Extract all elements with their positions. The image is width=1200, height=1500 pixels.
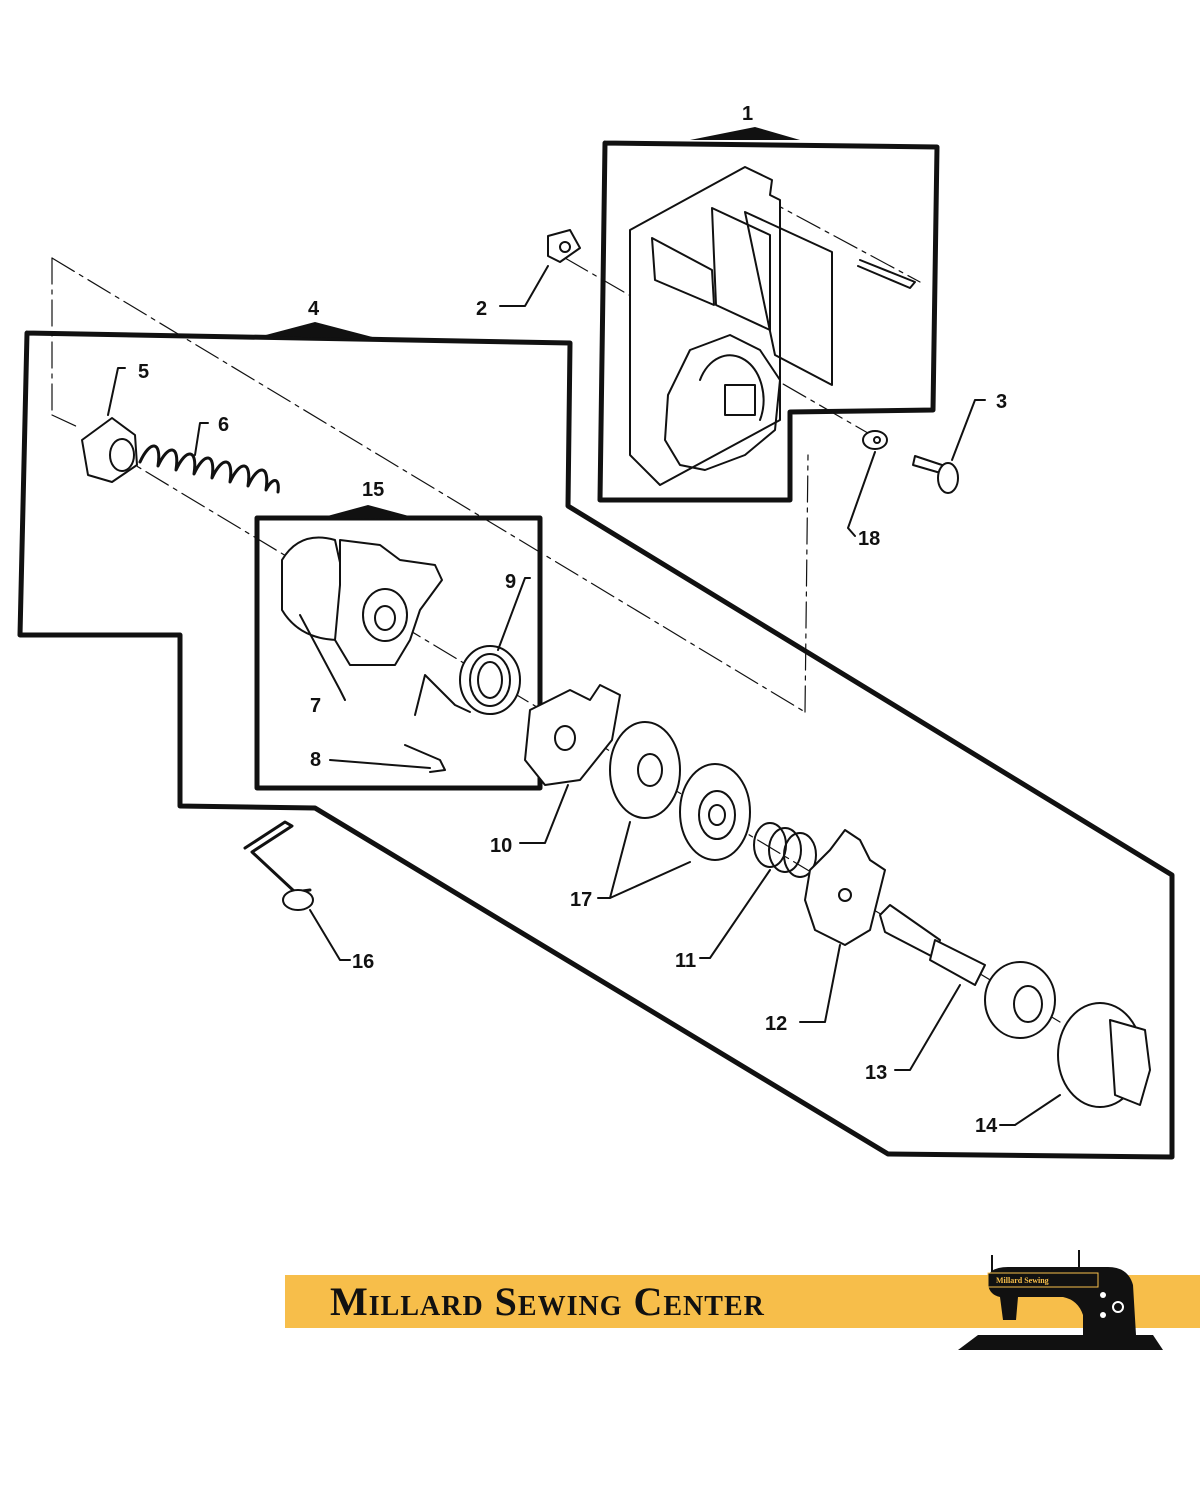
part-1-plate (629, 166, 916, 486)
callout-13: 13 (865, 1062, 887, 1084)
group-15-frame (254, 505, 543, 791)
part-9-coil (414, 577, 531, 716)
group-4-frame (17, 322, 1175, 1160)
callout-5: 5 (138, 361, 149, 383)
callout-11: 11 (675, 950, 696, 972)
group-1-frame (597, 127, 940, 503)
callout-9: 9 (505, 571, 516, 593)
part-8-pin (329, 744, 446, 773)
callout-10: 10 (490, 835, 512, 857)
callout-15: 15 (362, 479, 384, 501)
part-15-body (281, 536, 443, 701)
part-10-disc (519, 684, 621, 844)
part-18-washer (847, 430, 888, 537)
logo-text: Millard Sewing (996, 1276, 1049, 1285)
callout-1: 1 (742, 103, 753, 125)
callout-7: 7 (310, 695, 321, 717)
part-14-knob (999, 1002, 1151, 1126)
callout-17: 17 (570, 889, 592, 911)
callout-12: 12 (765, 1013, 787, 1035)
part-3-screw (912, 399, 986, 494)
brand-name: Millard Sewing Center (330, 1279, 765, 1324)
callout-18: 18 (858, 528, 880, 550)
part-5-cap (81, 367, 138, 483)
callout-2: 2 (476, 298, 487, 320)
callout-16: 16 (352, 951, 374, 973)
part-2-nut (499, 229, 581, 307)
callout-6: 6 (218, 414, 229, 436)
callout-3: 3 (996, 391, 1007, 413)
callout-4: 4 (308, 298, 320, 320)
sewing-machine-icon: Millard Sewing (958, 1250, 1163, 1350)
assembly-axis-lines (51, 195, 1061, 1023)
part-6-spring (138, 422, 280, 494)
callout-14: 14 (975, 1115, 998, 1137)
part-17-discs (597, 721, 751, 899)
part-12-plate (799, 829, 886, 1023)
part-11-spring (699, 822, 817, 959)
part-16-hex-key (243, 820, 351, 961)
callout-8: 8 (310, 749, 321, 771)
part-13-shaft (879, 904, 1056, 1071)
